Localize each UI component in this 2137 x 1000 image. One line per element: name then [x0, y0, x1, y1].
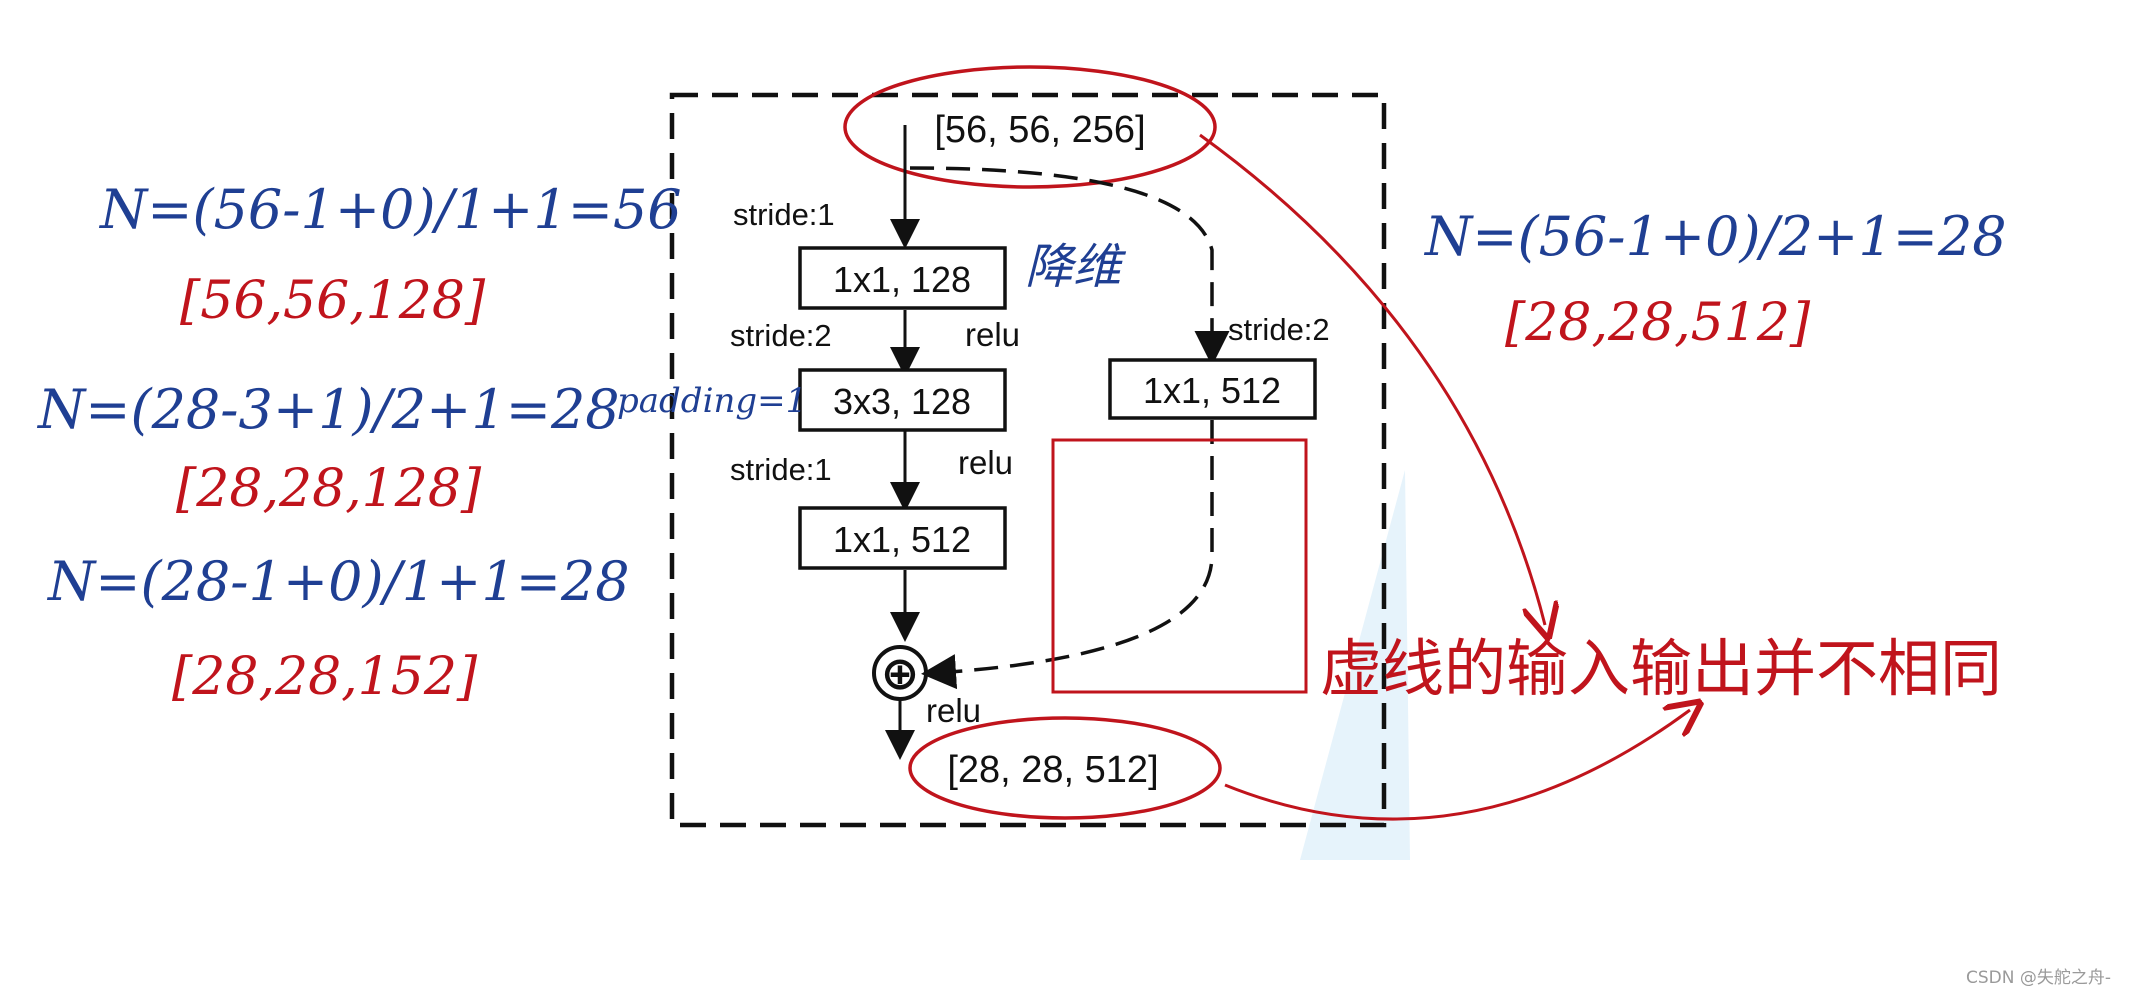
- conv2-label: 3x3, 128: [833, 381, 971, 422]
- relu-label-1: relu: [965, 316, 1020, 353]
- red-annotation: 虚线的输入输出并不相同: [1320, 632, 2002, 705]
- left-shape-1: [56,56,128]: [180, 271, 486, 331]
- conv3-label: 1x1, 512: [833, 519, 971, 560]
- shortcut-conv-label: 1x1, 512: [1143, 370, 1281, 411]
- left-shape-2: [28,28,128]: [176, 459, 482, 519]
- left-shape-3: [28,28,152]: [172, 647, 478, 707]
- arrow-input-to-note: [1199, 133, 1545, 625]
- shortcut-path-bottom: [921, 420, 1214, 690]
- dimension-reduction-note: 降维: [1025, 239, 1127, 295]
- input-shape: [56, 56, 256]: [934, 109, 1145, 151]
- shortcut-conv-box: [1108, 358, 1317, 420]
- conv3-box: [798, 506, 1007, 570]
- padding-note: padding=1: [617, 381, 807, 421]
- output-shape-circle: [908, 716, 1222, 820]
- relu-label-final: relu: [926, 692, 981, 729]
- conv2-box: [798, 368, 1007, 432]
- arrow-output-to-note: [1224, 710, 1690, 821]
- stride-label-3: stride:1: [730, 452, 832, 487]
- conv1-label: 1x1, 128: [833, 259, 971, 300]
- output-shape: [28, 28, 512]: [947, 749, 1158, 791]
- shortcut-stride-label: stride:2: [1228, 312, 1330, 347]
- right-shape: [28,28,512]: [1505, 293, 1811, 353]
- stride-label-2: stride:2: [730, 318, 832, 353]
- input-shape-circle: [843, 65, 1217, 189]
- stride-label-1: stride:1: [733, 197, 835, 232]
- left-formula-2: N=(28-3+1)/2+1=28: [36, 378, 620, 441]
- add-symbol: ⊕: [881, 646, 920, 700]
- right-formula: N=(56-1+0)/2+1=28: [1423, 205, 2007, 268]
- left-formula-3: N=(28-1+0)/1+1=28: [46, 550, 630, 613]
- left-formula-1: N=(56-1+0)/1+1=56: [98, 178, 682, 241]
- shortcut-path-top: [909, 166, 1230, 366]
- relu-label-2: relu: [958, 444, 1013, 481]
- watermark: CSDN @失舵之舟-: [1965, 968, 2111, 988]
- highlight-box: [1051, 438, 1308, 694]
- conv1-box: [798, 246, 1007, 310]
